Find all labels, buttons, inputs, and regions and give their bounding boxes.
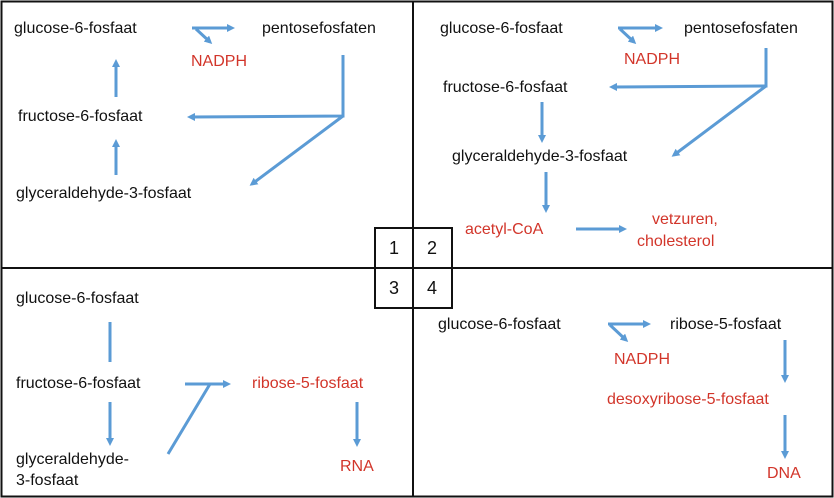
q2-acetyl-coa: acetyl-CoA	[465, 221, 544, 238]
q1-pentose-phosphates: pentosefosfaten	[262, 20, 376, 37]
q3-glyceraldehyde-line2: 3-fosfaat	[16, 472, 79, 489]
q4-ribose-5-phosphate: ribose-5-fosfaat	[670, 316, 782, 333]
quadrant-number-4: 4	[426, 278, 437, 298]
q2-arrow-to-gap	[671, 84, 767, 157]
q2-fatty-acids: vetzuren,	[652, 211, 718, 228]
q2-glucose-6-phosphate: glucose-6-fosfaat	[440, 20, 563, 37]
q3-glucose-6-phosphate: glucose-6-fosfaat	[16, 290, 139, 307]
q4-nadph: NADPH	[614, 351, 671, 368]
q3-rna: RNA	[340, 458, 374, 475]
q2-cholesterol: cholesterol	[637, 233, 715, 250]
q3-fructose-6-phosphate: fructose-6-fosfaat	[16, 375, 141, 392]
q2-fructose-6-phosphate: fructose-6-fosfaat	[443, 79, 568, 96]
q3-ribose-5-phosphate: ribose-5-fosfaat	[252, 375, 364, 392]
q3-glyceraldehyde-line1: glyceraldehyde-	[16, 451, 129, 468]
q4-glucose-6-phosphate: glucose-6-fosfaat	[438, 316, 561, 333]
q4-deoxyribose-5-phosphate: desoxyribose-5-fosfaat	[607, 391, 769, 408]
q1-nadph: NADPH	[191, 53, 248, 70]
q1-arrow-nadph	[194, 27, 213, 45]
q2-pentose-phosphates: pentosefosfaten	[684, 20, 798, 37]
q1-glucose-6-phosphate: glucose-6-fosfaat	[14, 20, 137, 37]
q3-line-gap-merge	[166, 383, 212, 455]
q1-fructose-6-phosphate: fructose-6-fosfaat	[18, 108, 143, 125]
q2-arrow-nadph	[618, 27, 637, 45]
q1-glyceraldehyde-3-phosphate: glyceraldehyde-3-fosfaat	[16, 185, 192, 202]
quadrant-number-2: 2	[426, 238, 437, 258]
q4-arrow-nadph	[608, 323, 629, 343]
quadrant-number-1: 1	[388, 238, 399, 258]
q4-dna: DNA	[767, 465, 801, 482]
q2-nadph: NADPH	[624, 51, 681, 68]
q2-glyceraldehyde-3-phosphate: glyceraldehyde-3-fosfaat	[452, 148, 628, 165]
q1-arrow-to-gap	[249, 114, 344, 186]
quadrant-number-3: 3	[388, 278, 399, 298]
